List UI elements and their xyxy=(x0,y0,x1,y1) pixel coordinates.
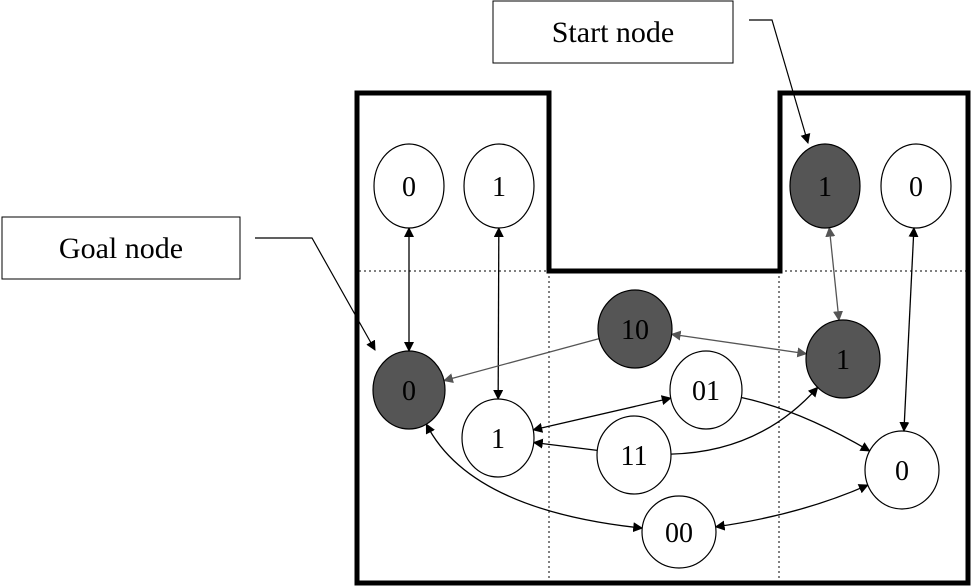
edge-g0-n00 xyxy=(425,423,644,533)
goal-node-callout: Goal node xyxy=(1,216,376,351)
edge-n00-b0 xyxy=(714,484,869,531)
node-t3: 1 xyxy=(789,143,861,229)
node-label: 00 xyxy=(665,518,693,549)
edges-group xyxy=(404,226,919,533)
node-label: 1 xyxy=(818,172,832,203)
start-callout-label: Start node xyxy=(552,16,674,49)
node-label: 0 xyxy=(402,376,416,407)
node-label: 10 xyxy=(621,315,649,346)
goal-callout-label: Goal node xyxy=(59,232,183,265)
start-node-callout: Start node xyxy=(492,0,811,144)
node-n11: 11 xyxy=(596,415,672,495)
node-label: 11 xyxy=(621,441,648,472)
node-circle xyxy=(789,143,861,229)
node-circle xyxy=(805,319,881,399)
node-g0: 0 xyxy=(372,350,446,430)
node-m1: 1 xyxy=(461,398,535,478)
node-label: 0 xyxy=(895,456,909,487)
edge-n01-b0 xyxy=(741,396,871,452)
node-n01: 01 xyxy=(669,350,743,430)
node-circle xyxy=(463,143,535,229)
edge-n11-r1 xyxy=(670,386,819,455)
node-label: 1 xyxy=(836,345,850,376)
node-t4: 0 xyxy=(880,143,952,229)
start-callout-leader xyxy=(749,19,811,144)
node-n00: 00 xyxy=(641,495,717,569)
node-t1: 0 xyxy=(373,143,445,229)
edge-t2-m1 xyxy=(493,227,504,400)
node-circle xyxy=(641,495,717,569)
node-label: 0 xyxy=(909,172,923,203)
node-circle xyxy=(864,430,940,510)
node-circle xyxy=(596,415,672,495)
goal-callout-box xyxy=(1,216,241,280)
node-circle xyxy=(373,143,445,229)
edge-n10-g0 xyxy=(442,338,600,384)
node-t2: 1 xyxy=(463,143,535,229)
node-circle xyxy=(461,398,535,478)
node-circle xyxy=(372,350,446,430)
node-b0: 0 xyxy=(864,430,940,510)
node-label: 1 xyxy=(491,424,505,455)
node-label: 0 xyxy=(402,172,416,203)
goal-callout-leader xyxy=(255,237,376,351)
edge-n10-r1 xyxy=(670,330,808,358)
node-label: 1 xyxy=(492,172,506,203)
edge-n11-m1 xyxy=(532,438,598,452)
edge-t4-b0 xyxy=(899,226,919,433)
start-callout-box xyxy=(492,0,734,64)
edge-t3-r1 xyxy=(825,226,844,322)
node-circle xyxy=(669,350,743,430)
node-circle xyxy=(597,289,673,369)
node-label: 01 xyxy=(692,376,720,407)
node-n10: 10 xyxy=(597,289,673,369)
node-r1: 1 xyxy=(805,319,881,399)
node-circle xyxy=(880,143,952,229)
